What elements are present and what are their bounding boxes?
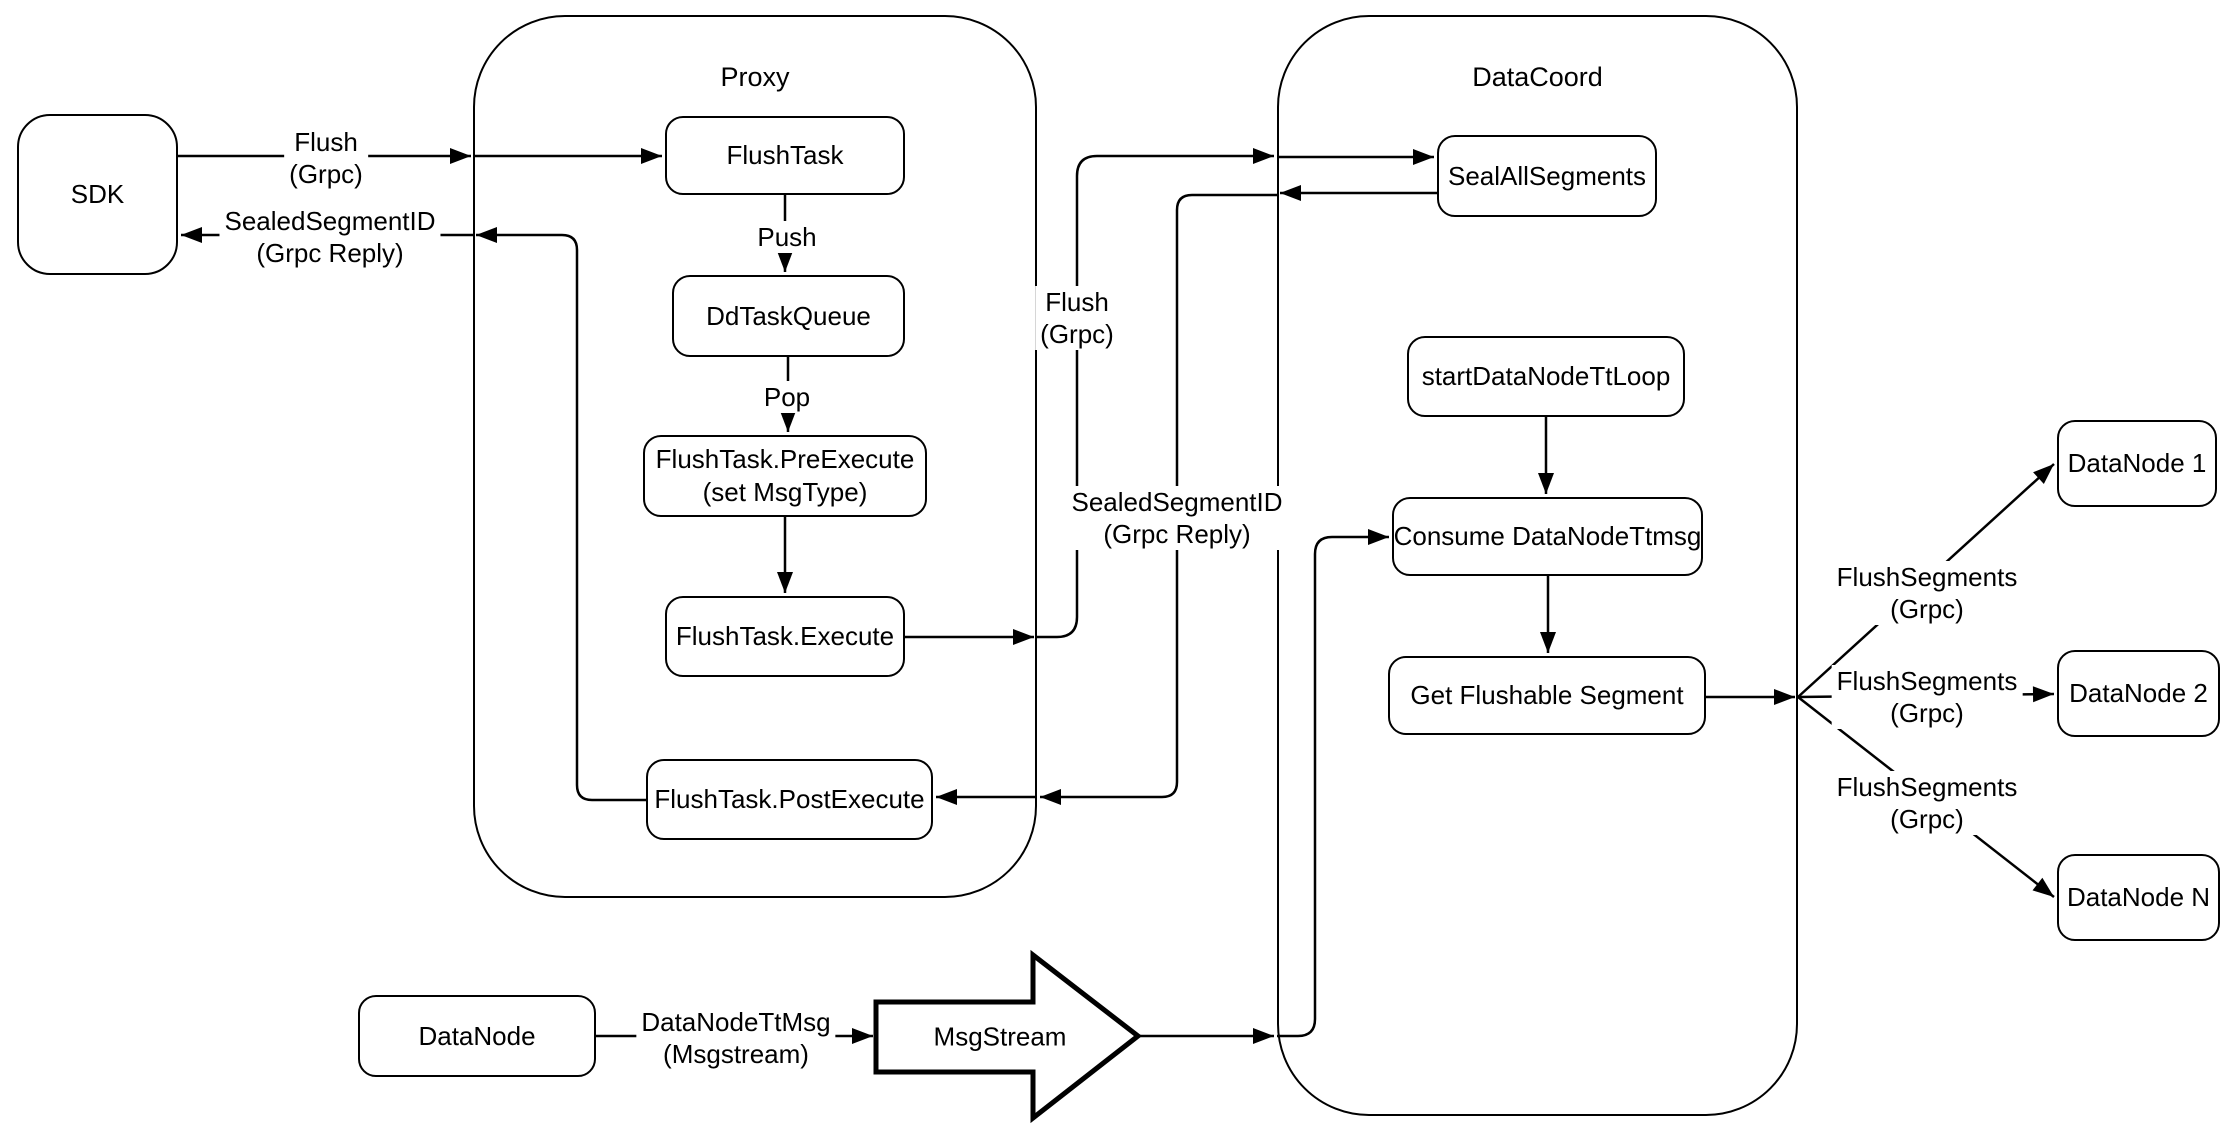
node-datanode-label: DataNode (418, 1020, 536, 1051)
edge-label-line: Push (757, 222, 817, 252)
edge-label-line: FlushSegments (1836, 666, 2018, 696)
edge-label-line: Flush (294, 127, 358, 157)
edge-label-line: SealedSegmentID (224, 206, 436, 236)
edge-label-coord-flush: Flush (Grpc) (1035, 286, 1119, 350)
node-sdk: SDK (17, 114, 178, 275)
node-datanode-1-label: DataNode 1 (2067, 448, 2207, 478)
proxy-container-label: Proxy (720, 62, 790, 92)
node-startdatanodettloop-label: startDataNodeTtLoop (1421, 361, 1671, 391)
edge-label-line: (Grpc) (1890, 594, 1964, 624)
node-sdk-label: SDK (70, 179, 125, 209)
edge-postexecute-to-proxy-edge (476, 227, 646, 802)
node-flushtask: FlushTask (665, 116, 905, 195)
edge-label-line: (Grpc) (289, 159, 363, 189)
node-sealallsegments-label: SealAllSegments (1448, 160, 1646, 191)
msgstream-shape-label: MsgStream (933, 1021, 1067, 1052)
node-datanode-n: DataNode N (2057, 854, 2220, 941)
edge-label-sdk-flush: Flush (Grpc) (284, 126, 368, 190)
node-ddtaskqueue-label: DdTaskQueue (706, 300, 871, 331)
edge-datacoord-to-consume (1277, 529, 1389, 1038)
node-flushtask-preexecute-sublabel: (set MsgType) (702, 477, 868, 507)
edge-label-line: DataNodeTtMsg (641, 1007, 831, 1037)
edge-label-line: FlushSegments (1836, 772, 2018, 802)
edge-label-line: FlushSegments (1836, 562, 2018, 592)
msgstream-block-arrow-shape (873, 949, 1143, 1124)
node-datanode-n-label: DataNode N (2066, 882, 2211, 912)
node-flushtask-postexecute-label: FlushTask.PostExecute (654, 784, 925, 814)
datacoord-container (1277, 15, 1798, 1116)
edge-label-sdk-reply: SealedSegmentID (Grpc Reply) (219, 205, 441, 269)
node-consume-datanodettmsg-label: Consume DataNodeTtmsg (1393, 521, 1702, 551)
proxy-container (473, 15, 1037, 898)
node-datanode-2-label: DataNode 2 (2069, 678, 2208, 708)
node-flushtask-preexecute: FlushTask.PreExecute (set MsgType) (643, 435, 927, 517)
edge-label-pop: Pop (758, 381, 816, 413)
edge-label-flushsegments-1: FlushSegments (Grpc) (1831, 561, 2023, 625)
node-flushtask-execute: FlushTask.Execute (665, 596, 905, 677)
edge-label-line: Pop (763, 382, 811, 412)
edge-label-flushsegments-3: FlushSegments (Grpc) (1831, 771, 2023, 835)
edge-label-line: Flush (1045, 287, 1109, 317)
edge-label-flushsegments-2: FlushSegments (Grpc) (1831, 665, 2023, 729)
node-flushtask-preexecute-label: FlushTask.PreExecute (655, 444, 915, 474)
node-flushtask-postexecute: FlushTask.PostExecute (646, 759, 933, 840)
edge-label-push: Push (752, 221, 822, 253)
edge-label-coord-reply: SealedSegmentID (Grpc Reply) (1066, 486, 1288, 550)
node-ddtaskqueue: DdTaskQueue (672, 275, 905, 357)
edge-label-line: (Grpc) (1890, 698, 1964, 728)
node-consume-datanodettmsg: Consume DataNodeTtmsg (1392, 497, 1703, 576)
node-datanode-2: DataNode 2 (2057, 650, 2220, 737)
edge-label-line: (Grpc) (1890, 804, 1964, 834)
datacoord-container-label: DataCoord (1472, 62, 1603, 92)
edge-label-line: (Msgstream) (663, 1039, 809, 1069)
node-get-flushable-segment: Get Flushable Segment (1388, 656, 1706, 735)
node-sealallsegments: SealAllSegments (1437, 135, 1657, 217)
node-datanode: DataNode (358, 995, 596, 1077)
node-datanode-1: DataNode 1 (2057, 420, 2217, 507)
edge-label-datanodettmsg: DataNodeTtMsg (Msgstream) (636, 1006, 836, 1070)
node-startdatanodettloop: startDataNodeTtLoop (1407, 336, 1685, 417)
node-flushtask-label: FlushTask (726, 140, 844, 170)
edge-label-line: (Grpc Reply) (256, 238, 404, 268)
edge-label-line: (Grpc) (1040, 319, 1114, 349)
node-flushtask-execute-label: FlushTask.Execute (675, 621, 895, 651)
node-get-flushable-segment-label: Get Flushable Segment (1410, 680, 1684, 710)
edge-label-line: (Grpc Reply) (1103, 519, 1251, 549)
edge-proxy-to-datacoord-flush (1037, 148, 1274, 639)
edge-label-line: SealedSegmentID (1071, 487, 1283, 517)
